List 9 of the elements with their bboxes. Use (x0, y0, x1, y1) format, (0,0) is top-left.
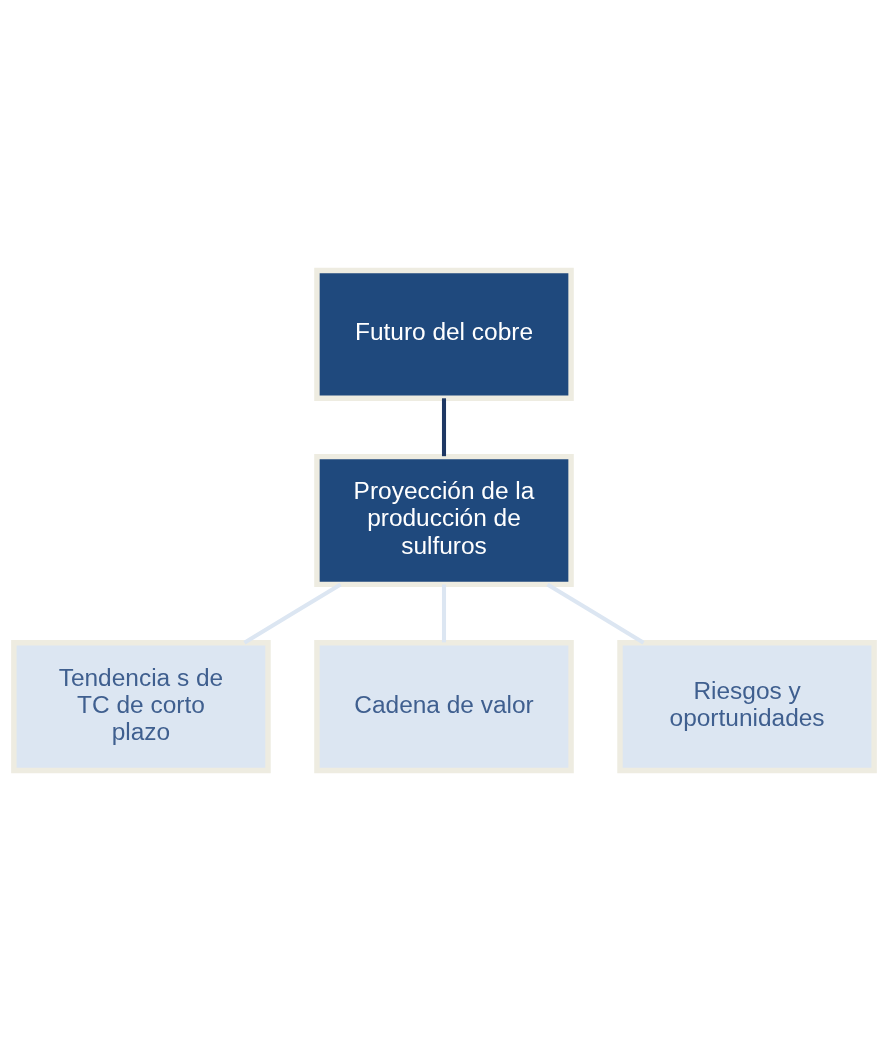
node-box: Cadena de valor (314, 640, 574, 774)
connector (441, 398, 447, 457)
node-box: Proyección de la producción de sulfuros (314, 453, 574, 588)
connector (243, 582, 342, 645)
node-box: Tendencia s de TC de corto plazo (11, 640, 271, 774)
node-box: Riesgos y oportunidades (617, 640, 877, 774)
connector (441, 584, 447, 643)
connector (546, 582, 645, 645)
node-box: Futuro del cobre (314, 267, 574, 401)
